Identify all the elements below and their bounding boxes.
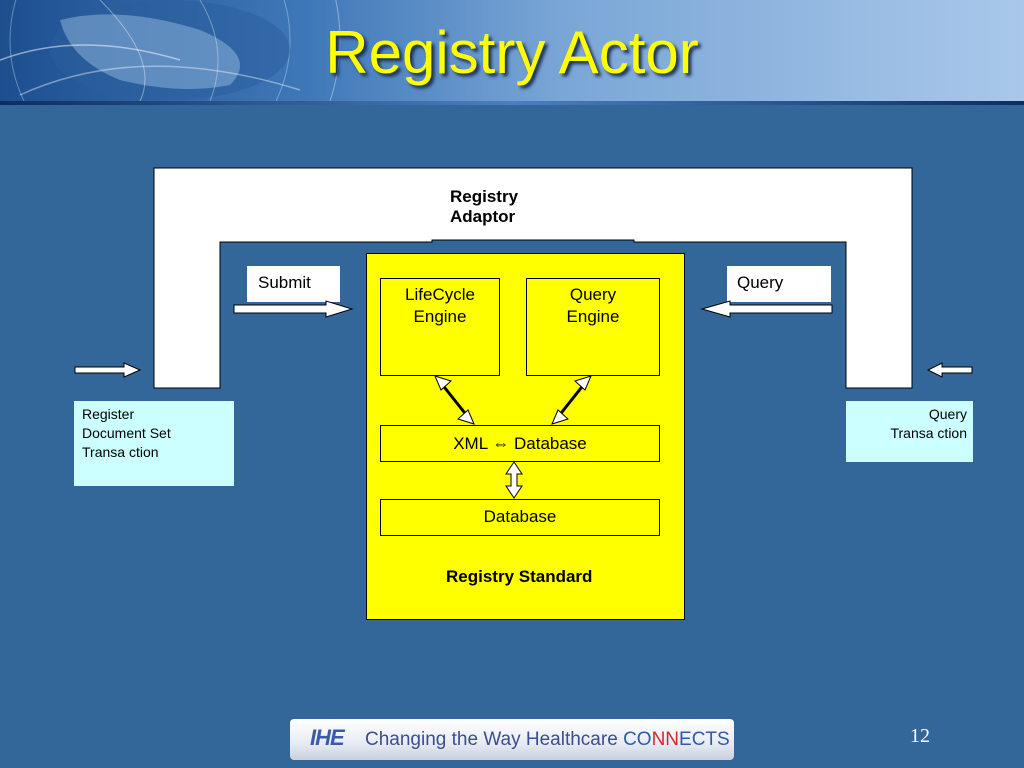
page-title: Registry Actor [325,19,699,86]
tagline-prefix: Changing the Way Healthcare [365,729,624,750]
adaptor-outline [153,167,913,389]
register-txn-line1: Register [82,406,135,422]
footer-banner: IHE Changing the Way Healthcare CONNECTS [290,719,734,760]
adaptor-label: Registry Adaptor [450,187,519,226]
globe-decoration [0,0,341,101]
registry-standard-box: LifeCycle Engine Query Engine XML ⇔ Data… [366,253,685,620]
tagline-ects: ECTS [679,729,730,750]
tagline-nn: NN [651,729,680,750]
query-transaction-box: Query Transa ction [846,401,973,462]
database-label: Database [483,507,557,526]
query-txn-line1: Query [928,406,967,422]
register-transaction-box: Register Document Set Transa ction [74,401,234,486]
header-banner [0,0,1024,101]
registry-standard-label: Registry Standard [446,567,593,586]
query-txn-line2: Transa ction [890,425,967,441]
query-engine-line1: Query [569,285,617,304]
query-engine-line2: Engine [566,307,620,326]
lifecycle-engine-box: LifeCycle Engine [380,278,500,376]
header-divider [0,101,1024,105]
submit-label: Submit [258,273,311,292]
footer-tagline: Changing the Way Healthcare CONNECTS [365,729,730,751]
query-label-box: Query [727,266,831,302]
xml-database-label: XML ⇔ Database [453,434,587,453]
database-box: Database [380,499,660,536]
lifecycle-engine-line2: Engine [413,307,467,326]
page-number: 12 [910,725,930,747]
ihe-logo: IHE [310,725,345,750]
query-engine-box: Query Engine [526,278,660,376]
submit-label-box: Submit [247,266,340,302]
tagline-co: CO [623,729,652,750]
register-txn-line3: Transa ction [82,444,159,460]
xml-database-box: XML ⇔ Database [380,425,660,462]
query-label: Query [737,273,784,292]
lifecycle-engine-line1: LifeCycle [405,285,475,304]
register-txn-line2: Document Set [82,425,171,441]
